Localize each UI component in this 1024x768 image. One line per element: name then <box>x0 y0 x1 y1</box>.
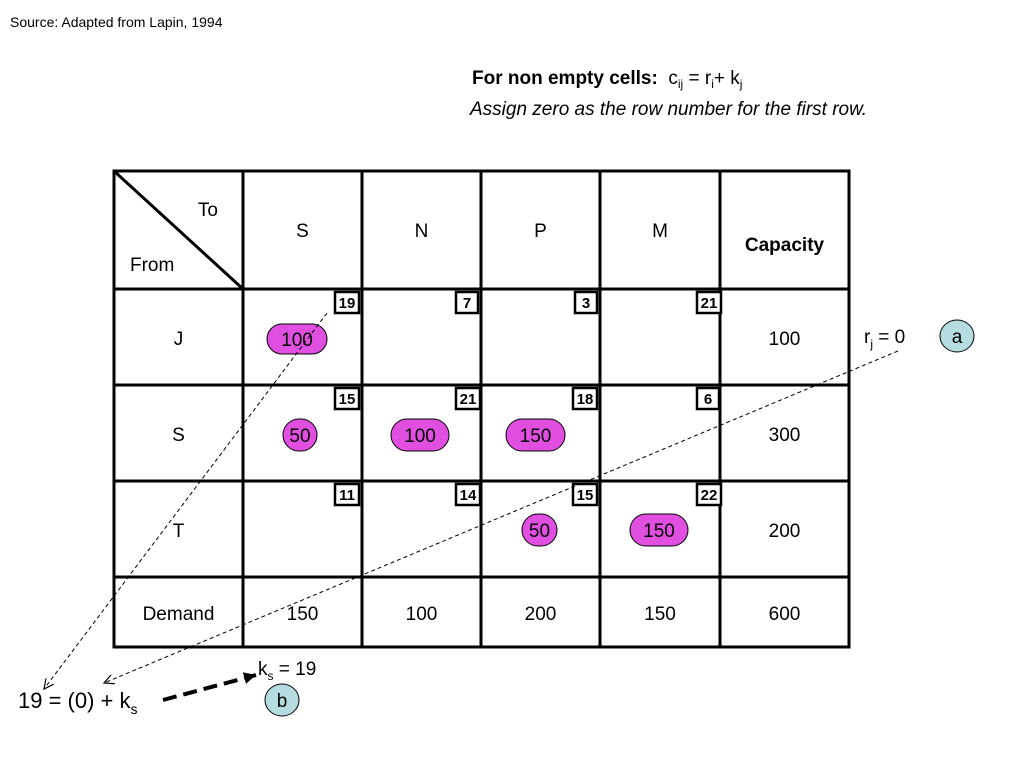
cost-value: 21 <box>701 295 718 312</box>
cost-box <box>571 386 599 411</box>
ks-equation: 19 = (0) + ks <box>18 688 138 717</box>
cost-box <box>333 482 361 507</box>
cost-box <box>573 290 599 315</box>
dashed-arrow-from-rj <box>104 350 899 683</box>
column-header-s: S <box>296 221 309 242</box>
marker-b-circle <box>264 683 300 717</box>
cost-value: 22 <box>701 487 718 504</box>
demand-total: 600 <box>769 604 801 625</box>
cost-boxes: 19 7 3 21 15 21 18 6 11 14 15 22 <box>333 290 723 507</box>
rule-c: c <box>668 68 678 89</box>
column-header-n: N <box>415 221 429 242</box>
rule-c-sub: ij <box>677 77 684 91</box>
cost-box <box>695 482 723 507</box>
cost-value: 11 <box>339 487 355 504</box>
cost-box <box>333 386 361 411</box>
capacity-value: 200 <box>769 521 801 542</box>
cost-value: 18 <box>577 391 594 408</box>
demand-value: 150 <box>287 604 319 625</box>
cost-value: 14 <box>460 487 477 504</box>
cost-value: 7 <box>463 295 471 312</box>
rule-r-sub: i <box>711 77 714 91</box>
allocation-value: 150 <box>643 521 675 542</box>
row-label-demand: Demand <box>143 604 215 625</box>
allocation-value: 50 <box>529 521 550 542</box>
cost-box <box>454 482 482 507</box>
row-label-t: T <box>173 521 185 542</box>
rj-label: rj = 0 <box>864 327 905 351</box>
cost-box <box>454 290 480 315</box>
allocation-oval <box>505 418 566 452</box>
table-grid <box>112 169 851 649</box>
cost-value: 21 <box>460 391 477 408</box>
cost-box <box>695 386 721 411</box>
cost-value: 6 <box>704 391 712 408</box>
allocation-oval <box>521 513 558 547</box>
marker-a-circle <box>939 319 975 353</box>
capacity-value: 300 <box>769 425 801 446</box>
ks-label: ks = 19 <box>258 659 316 683</box>
allocation-oval <box>629 513 689 547</box>
rule-plus: + k <box>713 68 740 89</box>
column-header-capacity: Capacity <box>745 235 825 256</box>
cost-rule-formula: For non empty cells: cij = ri+ kj <box>472 68 742 91</box>
column-header-p: P <box>534 221 547 242</box>
cost-value: 19 <box>339 295 356 312</box>
corner-diagonal <box>112 169 245 291</box>
cost-value: 15 <box>339 391 356 408</box>
cost-box <box>454 386 482 411</box>
corner-to-label: To <box>198 200 218 221</box>
demand-value: 200 <box>525 604 557 625</box>
capacity-value: 100 <box>769 329 801 350</box>
rule-heading: For non empty cells: <box>472 68 658 89</box>
cost-box <box>333 290 361 315</box>
column-header-m: M <box>652 221 668 242</box>
cost-box <box>571 482 599 507</box>
cost-box <box>695 290 723 315</box>
demand-value: 150 <box>644 604 676 625</box>
cost-value: 15 <box>577 487 594 504</box>
cost-value: 3 <box>582 295 590 312</box>
allocation-value: 50 <box>289 426 310 447</box>
rule-k-sub: j <box>739 77 743 91</box>
allocation-value: 100 <box>281 330 313 351</box>
rule-note: Assign zero as the row number for the fi… <box>470 99 868 120</box>
allocations: 100 50 100 150 50 150 <box>266 323 689 547</box>
corner-from-label: From <box>130 255 174 276</box>
dashed-arrow-from-cost <box>44 312 328 689</box>
demand-value: 100 <box>406 604 438 625</box>
row-label-s: S <box>172 425 185 446</box>
rule-equals: = r <box>683 68 712 89</box>
marker-a-label: a <box>952 327 963 348</box>
allocation-oval <box>266 323 328 355</box>
allocation-value: 100 <box>404 426 436 447</box>
marker-b-label: b <box>277 691 288 712</box>
allocation-value: 150 <box>520 426 552 447</box>
source-citation: Source: Adapted from Lapin, 1994 <box>10 14 223 30</box>
allocation-oval <box>390 418 450 452</box>
allocation-oval <box>282 418 318 452</box>
row-label-j: J <box>174 329 184 350</box>
thick-dashed-arrow-to-ks <box>162 672 257 702</box>
